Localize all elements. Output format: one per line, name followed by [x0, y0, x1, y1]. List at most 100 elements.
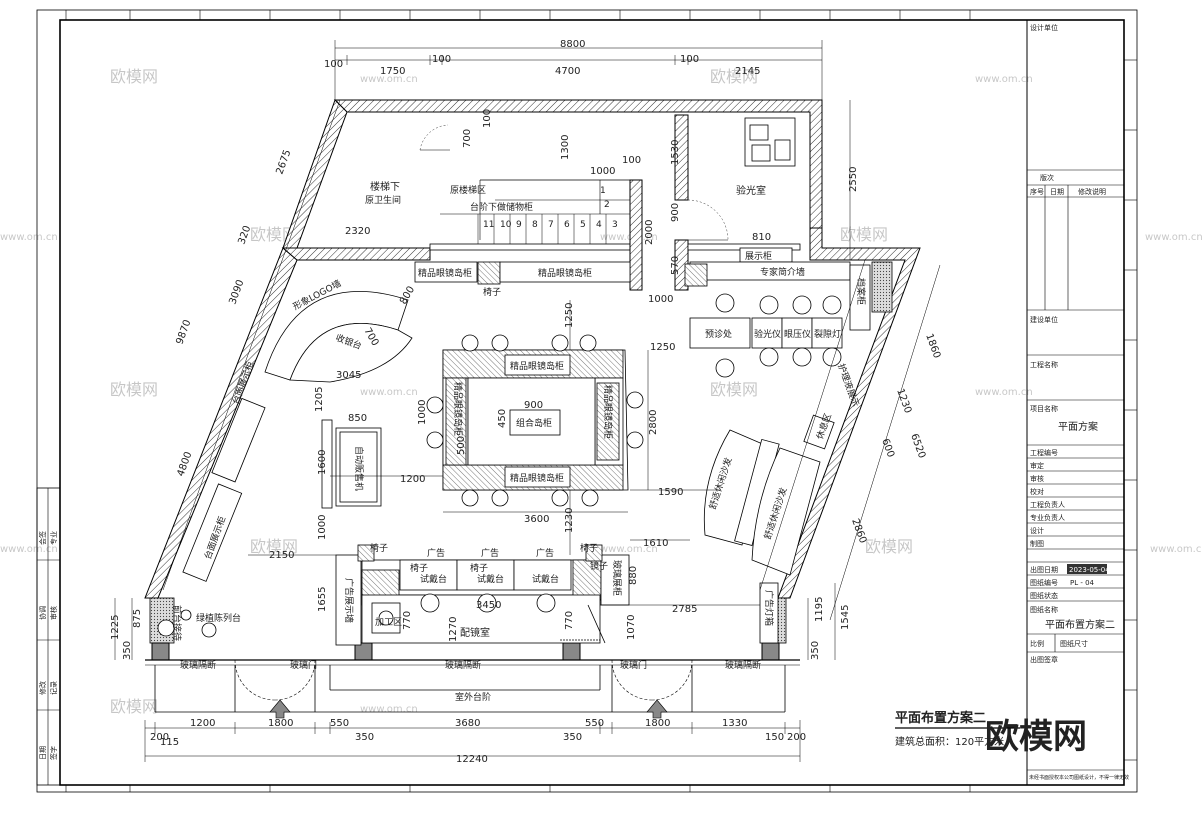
- tb-project-no: 工程编号: [1030, 448, 1058, 457]
- dim-text: 2150: [269, 550, 294, 561]
- tb-footnote: 未经书面授权本公司图纸设计，不得一律无效: [1029, 774, 1129, 781]
- svg-text:www.om.cn: www.om.cn: [0, 232, 58, 243]
- room-label: 加工区: [375, 617, 402, 628]
- dim-text: 3045: [336, 370, 361, 381]
- room-label: 玻璃展柜: [611, 560, 623, 596]
- dim-text: 1230: [894, 387, 913, 415]
- stair-step: 1: [600, 186, 606, 196]
- tb-rev-col: 修改说明: [1078, 187, 1106, 196]
- svg-text:欧模网: 欧模网: [710, 380, 758, 399]
- dim-text: 770: [564, 611, 575, 630]
- svg-text:www.om.cn: www.om.cn: [975, 387, 1033, 398]
- dim-text: 2550: [848, 167, 859, 192]
- dim-text: 550: [585, 718, 604, 729]
- svg-text:www.om.cn: www.om.cn: [360, 387, 418, 398]
- room-label: 档案柜: [855, 278, 867, 305]
- room-label: 椅子: [410, 562, 428, 574]
- stair-step: 10: [500, 220, 512, 230]
- dim-text: 810: [752, 232, 771, 243]
- dim-text: 150: [765, 732, 784, 743]
- title-block-text: 设计单位 版次 序号 日期 修改说明 建设单位 工程名称 项目名称 平面方案 工…: [1029, 23, 1129, 781]
- dim-text: 4800: [175, 450, 194, 478]
- room-label: 试戴台: [477, 573, 504, 585]
- room-label: 预诊处: [705, 328, 732, 340]
- room-label: 精品眼镜岛柜: [452, 382, 464, 436]
- room-label: 玻璃门: [620, 659, 647, 671]
- tb-item-value: 平面方案: [1058, 420, 1098, 433]
- room-label: 试戴台: [420, 573, 447, 585]
- dim-text: 1000: [317, 515, 328, 540]
- tb-date-label: 出图日期: [1030, 565, 1058, 574]
- room-label: 精品眼镜岛柜: [418, 267, 472, 279]
- room-label: 试戴台: [532, 573, 559, 585]
- room-label: 玻璃隔断: [445, 659, 481, 671]
- dim-top-total: 8800: [560, 39, 585, 50]
- dim-text: 900: [524, 400, 543, 411]
- inner-frame: [59, 19, 1125, 786]
- tb-rev-col: 日期: [1050, 188, 1064, 196]
- room-label: 椅子: [470, 562, 488, 574]
- room-label: 配镜室: [460, 626, 490, 639]
- room-label: 展示柜: [745, 250, 772, 262]
- room-label: 验光仪: [754, 328, 781, 340]
- dim-text: 3090: [227, 278, 246, 306]
- dim-text: 2860: [849, 517, 868, 545]
- dim-text: 1750: [380, 66, 405, 77]
- dim-text: 200: [150, 732, 169, 743]
- side-signoff-block: 会签 专业 日期 签字 协调 审核 修改 记录: [36, 487, 61, 786]
- dim-text: 2800: [648, 410, 659, 435]
- stair-step: 2: [604, 200, 610, 210]
- room-label: 眼压仪: [784, 329, 811, 340]
- dim-text: 450: [497, 409, 508, 428]
- room-label: 广告: [536, 547, 554, 559]
- svg-text:欧模网: 欧模网: [110, 67, 158, 86]
- plan-title-group: 平面布置方案二 建筑总面积：120平方米 欧模网: [895, 710, 1087, 757]
- room-label: 自动贩售机: [353, 446, 365, 491]
- dim-text: 550: [330, 718, 349, 729]
- room-label: 广告: [427, 547, 445, 559]
- area-label: 建筑总面积：120平方米: [895, 735, 1004, 748]
- dim-text: 800: [398, 284, 417, 306]
- dim-text: 1530: [670, 140, 681, 165]
- room-label: 广告灯箱: [763, 590, 775, 626]
- side-label: 修改: [38, 681, 47, 695]
- stair-step: 6: [564, 220, 570, 230]
- dim-text: 700: [462, 129, 473, 148]
- room-label: 专家简介墙: [760, 266, 805, 278]
- svg-text:www.om.cn: www.om.cn: [975, 74, 1033, 85]
- svg-text:欧模网: 欧模网: [710, 67, 758, 86]
- dim-text: 1600: [317, 450, 328, 475]
- dim-text: 1545: [840, 605, 851, 630]
- dim-text: 350: [355, 732, 374, 743]
- outer-frame: [36, 9, 1138, 793]
- tb-date-value: 2023-05-04: [1069, 566, 1110, 574]
- dim-text: 1800: [645, 718, 670, 729]
- room-label: 广告展示墙: [343, 578, 355, 623]
- room-label: 验光室: [736, 184, 766, 197]
- tb-specialty-lead: 专业负责人: [1030, 513, 1065, 522]
- svg-text:www.om.cn: www.om.cn: [360, 74, 418, 85]
- room-label: 精品眼镜岛柜: [510, 360, 564, 372]
- side-label: 记录: [50, 681, 58, 695]
- tb-revision: 版次: [1040, 173, 1054, 182]
- dim-text: 1000: [417, 400, 428, 425]
- dim-text: 115: [160, 737, 179, 748]
- room-label: 室外台阶: [455, 691, 491, 703]
- side-label: 协调: [38, 606, 47, 620]
- dim-text: 875: [132, 609, 143, 628]
- tb-unit-size: 图纸尺寸: [1060, 639, 1088, 648]
- tb-project-name: 工程名称: [1030, 360, 1058, 369]
- tb-design-unit: 设计单位: [1030, 23, 1058, 32]
- room-label: 玻璃门: [290, 659, 317, 671]
- svg-text:www.om.cn: www.om.cn: [360, 704, 418, 715]
- entrance-arrow-icon: [269, 699, 668, 719]
- dim-text: 200: [787, 732, 806, 743]
- brand-logo: 欧模网: [985, 717, 1087, 757]
- tb-drawing-no-value: PL - 04: [1070, 579, 1095, 587]
- room-label: 台阶下做储物柜: [470, 201, 533, 213]
- dim-text: 1205: [314, 387, 325, 412]
- tb-design: 设计: [1030, 526, 1044, 535]
- svg-text:www.om.cn: www.om.cn: [0, 544, 58, 555]
- dim-text: 880: [628, 566, 639, 585]
